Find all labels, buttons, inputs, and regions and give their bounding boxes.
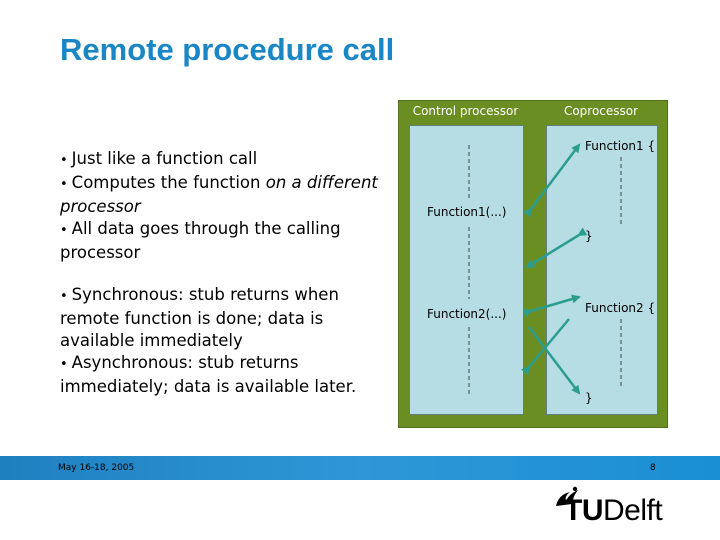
emphasis-text: on a different processor [60,173,378,216]
def-function2-close: } [585,391,593,405]
call-function2: Function2(...) [427,307,507,321]
bullet-dot-icon: • [60,289,68,304]
call-function1: Function1(...) [427,205,507,219]
def-function1-close: } [585,229,593,243]
bullet-item: •Asynchronous: stub returns immediately;… [60,353,357,396]
bullet-item: •Computes the function on a different pr… [60,173,378,216]
bullet-item: •Just like a function call [60,149,258,168]
footer-bar [0,456,720,480]
bullet-item: •All data goes through the calling proce… [60,219,341,262]
bullet-dot-icon: • [60,223,68,238]
bullet-dot-icon: • [60,357,68,372]
slide-title: Remote procedure call [60,32,395,67]
coprocessor-header: Coprocessor [563,104,639,118]
bullet-dot-icon: • [60,153,68,168]
control-processor-header: Control processor [412,104,519,118]
page-number: 8 [650,463,656,473]
def-function2-open: Function2 { [585,301,656,315]
footer-date: May 16-18, 2005 [58,463,135,473]
bullet-list: •Just like a function call •Computes the… [60,148,390,398]
coprocessor-column [546,125,658,415]
control-processor-column [409,125,524,415]
bullet-item: •Synchronous: stub returns when remote f… [60,285,339,350]
rpc-diagram: Control processor Coprocessor Function1(… [398,100,668,428]
flame-icon [556,486,578,506]
def-function1-open: Function1 { [585,139,656,153]
tudelft-logo: TUDelft [548,486,678,534]
logo-wordmark: TUDelft [564,494,663,527]
bullet-dot-icon: • [60,177,68,192]
